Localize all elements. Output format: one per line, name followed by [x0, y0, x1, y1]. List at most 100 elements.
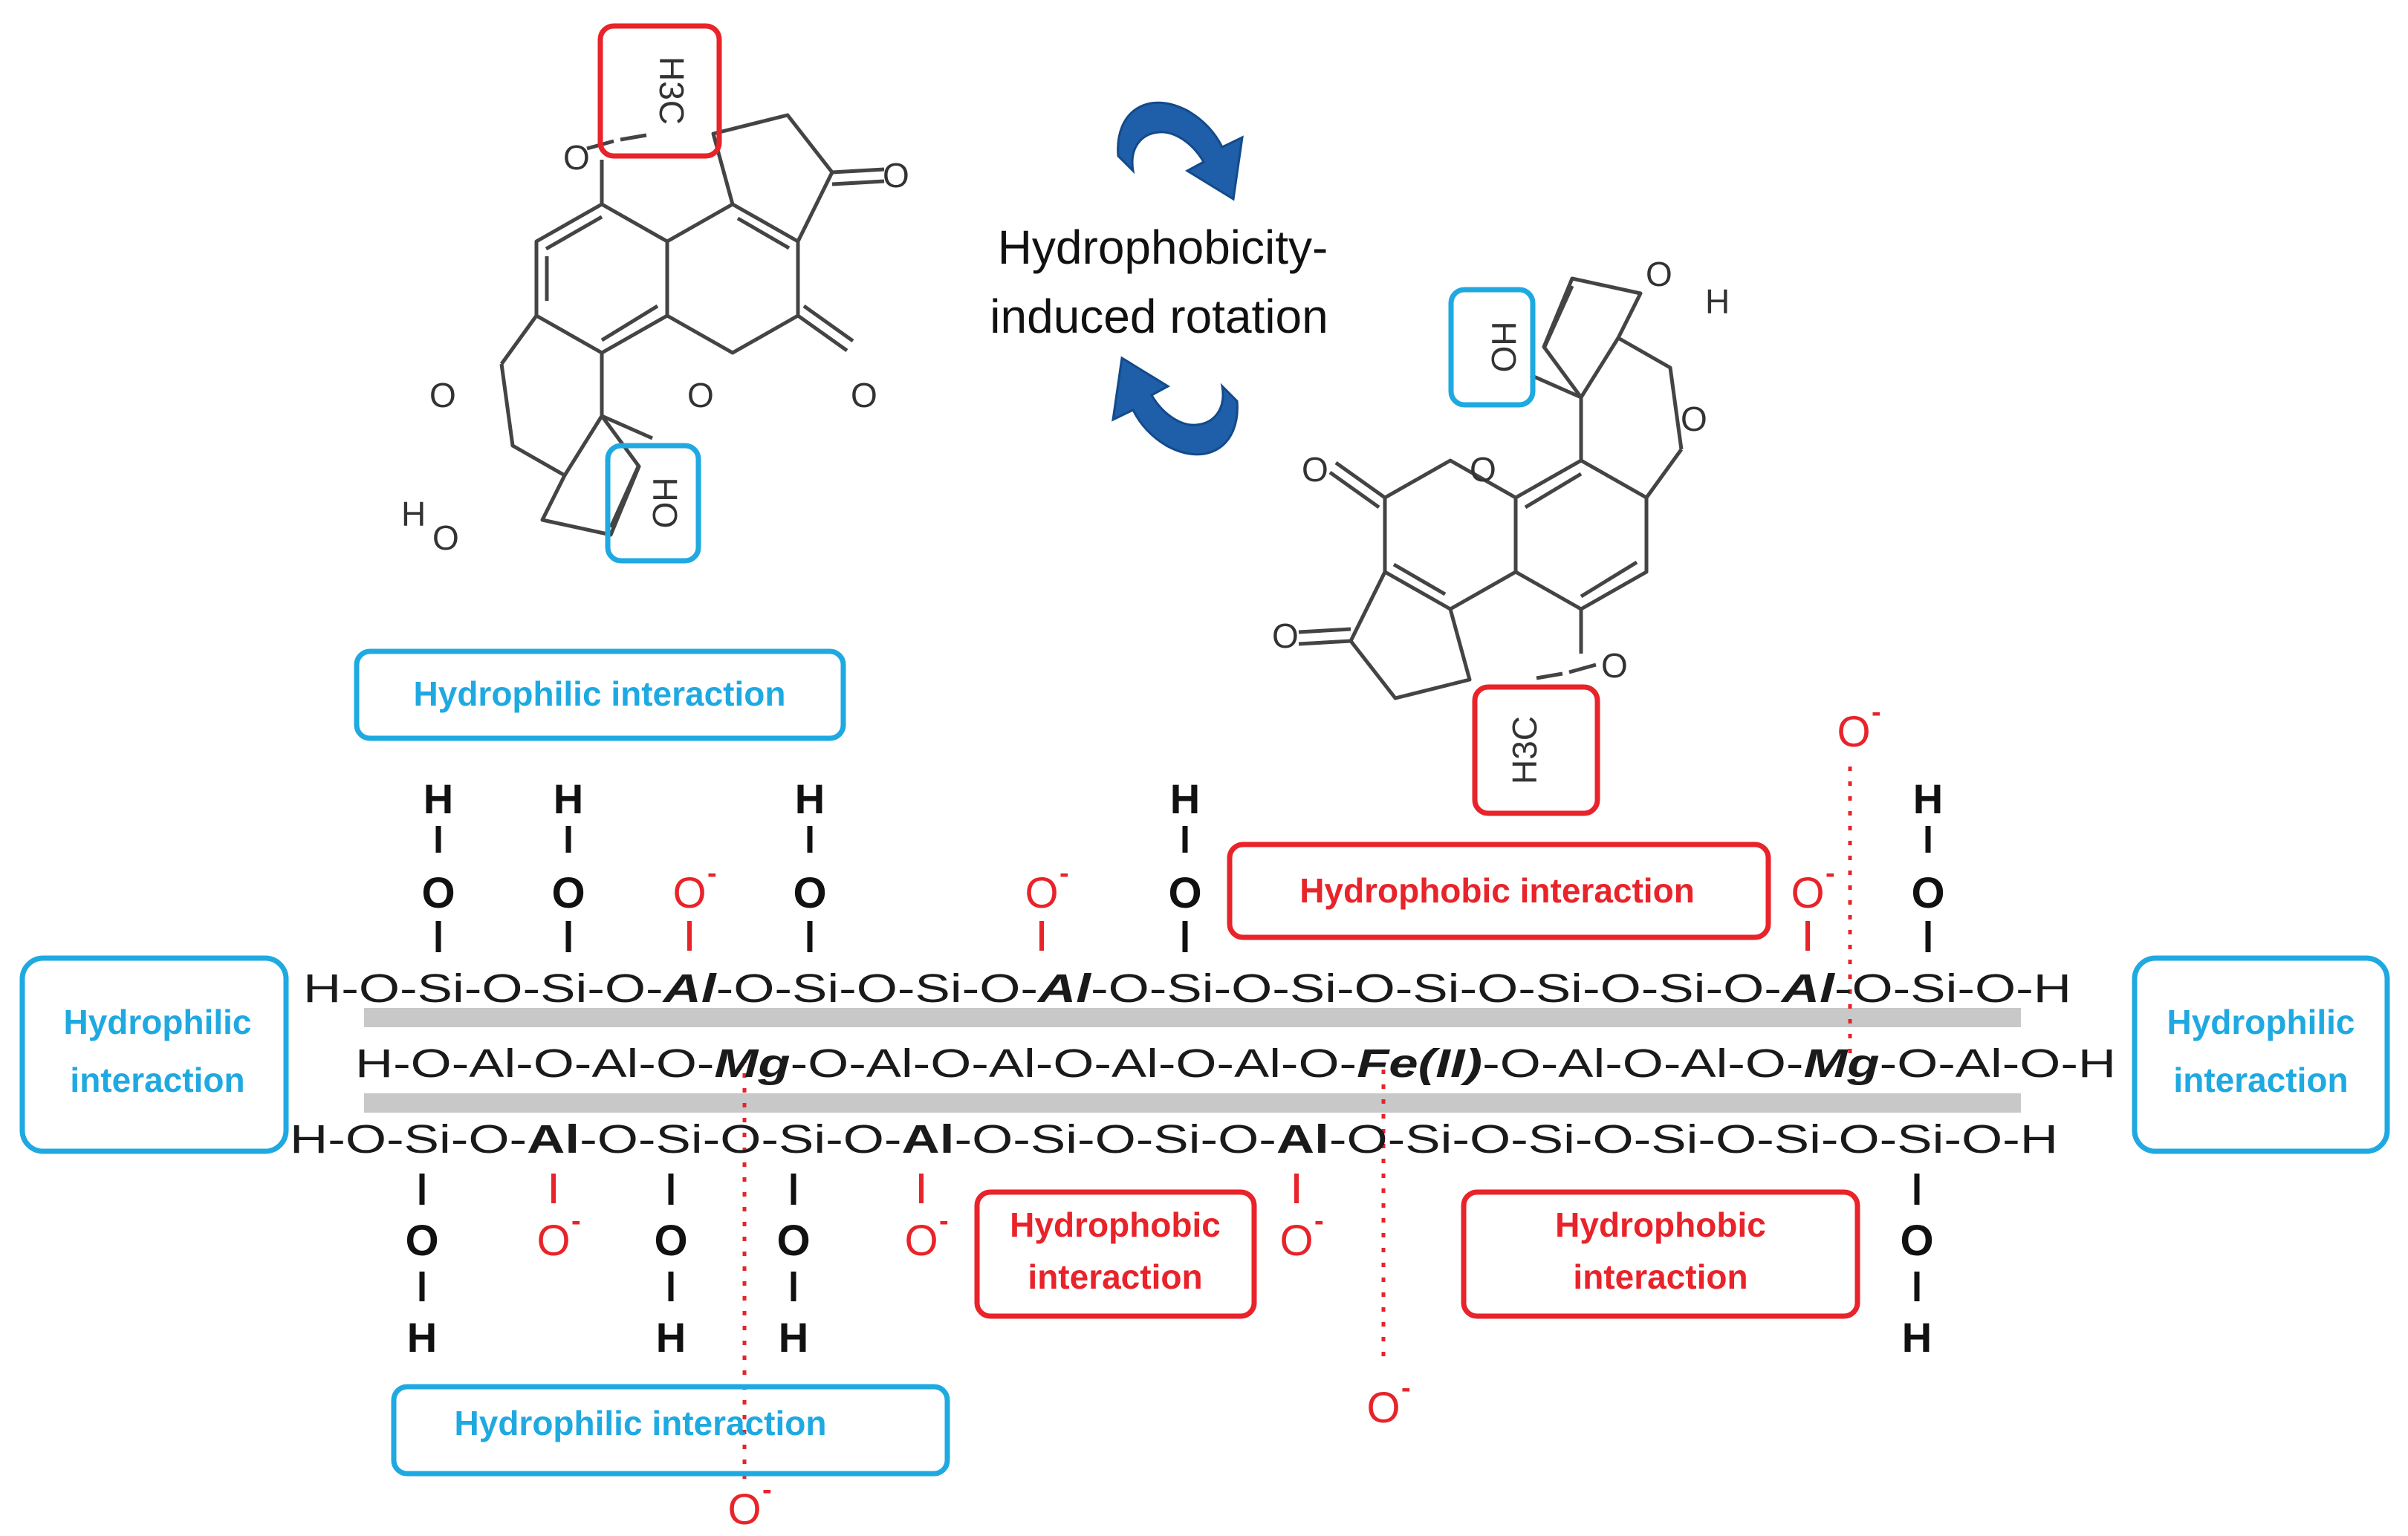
hydrophobic-label-top: Hydrophobic interaction — [1227, 842, 1771, 940]
chain-segment: -O-Al-O-H — [1880, 1041, 2116, 1086]
ionised-oxygen: O — [672, 869, 706, 917]
svg-text:Hydrophilic interaction: Hydrophilic interaction — [455, 1404, 827, 1442]
hydrogen-atom: H — [401, 495, 426, 533]
methyl-group-highlight-bottom — [1472, 684, 1600, 816]
hydroxyl-hydrogen: H — [779, 1314, 808, 1361]
hydroxyl-group-label-right: HO — [1484, 322, 1523, 373]
oxygen-atom: O — [1470, 450, 1496, 489]
hydroxyl-hydrogen: H — [1902, 1314, 1932, 1361]
oxygen-atom: O — [1681, 400, 1707, 438]
rotation-arrow-bottom-icon — [1111, 356, 1239, 456]
aluminium-site: Al — [1276, 1117, 1329, 1162]
oxygen-atom: O — [563, 138, 590, 177]
tetrahedral-layer-bottom: H-O-Si-O-Al-O-Si-O-Si-O-Al-O-Si-O-Si-O-A… — [290, 1117, 2058, 1162]
negative-charge: - — [1314, 1205, 1324, 1237]
aluminium-site: Al — [1036, 966, 1091, 1011]
ionised-oxygen: O — [1279, 1217, 1313, 1265]
oxygen-atom: O — [429, 376, 456, 414]
negative-charge: - — [939, 1205, 949, 1237]
svg-text:Hydrophobic: Hydrophobic — [1555, 1205, 1766, 1244]
negative-charge: - — [1872, 697, 1881, 728]
svg-text:interaction: interaction — [2173, 1061, 2348, 1099]
tetrahedral-layer-top: H-O-Si-O-Si-O-Al-O-Si-O-Si-O-Al-O-Si-O-S… — [303, 966, 2071, 1011]
svg-text:Hydrophobic interaction: Hydrophobic interaction — [1299, 871, 1695, 910]
negative-charge: - — [707, 858, 717, 889]
hydrophilic-label-bottom: Hydrophilic interaction — [391, 1384, 950, 1477]
hydroxyl-oxygen: O — [1900, 1217, 1933, 1265]
svg-text:Hydrophilic: Hydrophilic — [63, 1003, 251, 1041]
hydroxyl-hydrogen: H — [423, 775, 453, 822]
aluminium-site: Al — [527, 1117, 580, 1162]
negative-charge: - — [1059, 858, 1069, 889]
chain-segment: -O-Si-O-Si-O- — [954, 1117, 1276, 1162]
hydroxyl-oxygen: O — [421, 869, 455, 917]
rotation-label-line1: Hydrophobicity- — [998, 221, 1328, 274]
hydroxyl-hydrogen: H — [656, 1314, 686, 1361]
chain-segment: -O-Si-O-Si-O- — [580, 1117, 901, 1162]
aluminium-site: Al — [1779, 966, 1835, 1011]
ionised-oxygen: O — [1837, 708, 1870, 756]
oxygen-atom: O — [851, 376, 877, 414]
oxygen-atom: O — [1601, 646, 1628, 685]
hydroxyl-group-highlight-left — [605, 443, 701, 564]
ionised-oxygen: O — [1791, 869, 1824, 917]
hydroxyl-oxygen: O — [1168, 869, 1201, 917]
chain-segment: H-O-Al-O-Al-O- — [355, 1041, 714, 1086]
hydroxyl-oxygen: O — [654, 1217, 687, 1265]
svg-text:Hydrophilic: Hydrophilic — [2167, 1003, 2355, 1041]
ionised-oxygen: O — [1025, 869, 1058, 917]
negative-charge: - — [1401, 1373, 1411, 1404]
svg-text:interaction: interaction — [1573, 1257, 1747, 1296]
magnesium-site: Mg — [714, 1041, 790, 1086]
chain-segment: -O-Si-O-Si-O- — [716, 966, 1038, 1011]
aflatoxin-left-atoms: O O O O O O H — [401, 138, 909, 557]
layer-band-lower — [364, 1093, 2021, 1113]
magnesium-site: Mg — [1803, 1041, 1879, 1086]
negative-charge: - — [571, 1205, 581, 1237]
hydrophilic-label-right: Hydrophilic interaction — [2132, 955, 2390, 1154]
octahedral-layer: H-O-Al-O-Al-O-Mg-O-Al-O-Al-O-Al-O-Al-O-F… — [355, 1041, 2116, 1086]
hydroxyl-hydrogen: H — [1913, 775, 1943, 822]
hydroxyl-hydrogen: H — [554, 775, 583, 822]
aluminium-site: Al — [661, 966, 717, 1011]
methyl-group-label-top: H3C — [652, 56, 691, 125]
aflatoxin-right-atoms: O O O O O O H — [1272, 255, 1730, 685]
svg-text:interaction: interaction — [1028, 1257, 1202, 1296]
rotation-label-line2: induced rotation — [990, 290, 1328, 343]
oxygen-atom: O — [1646, 255, 1672, 293]
aflatoxin-molecule-right — [1298, 276, 1684, 700]
hydroxyl-hydrogen: H — [1170, 775, 1200, 822]
hydrophilic-label-top: Hydrophilic interaction — [354, 648, 846, 741]
negative-charge: - — [1826, 858, 1835, 889]
hydroxyl-hydrogen: H — [407, 1314, 437, 1361]
chain-segment: H-O-Si-O-Si-O- — [303, 966, 663, 1011]
oxygen-atom: O — [883, 156, 909, 195]
layer-band-upper — [364, 1008, 2021, 1027]
chain-segment: H-O-Si-O- — [290, 1117, 527, 1162]
chain-segment: -O-Si-O-Si-O-Si-O-Si-O-Si-O-H — [1329, 1117, 2058, 1162]
hydroxyl-oxygen: O — [551, 869, 585, 917]
oxygen-atom: O — [687, 376, 714, 414]
negative-charge: - — [762, 1474, 772, 1506]
ionised-oxygen: O — [536, 1217, 570, 1265]
oxygen-atom: O — [1302, 450, 1328, 489]
hydrophilic-label-left: Hydrophilic interaction — [19, 955, 289, 1154]
rotation-arrow-top-icon — [1117, 101, 1244, 201]
aluminium-site: Al — [902, 1117, 955, 1162]
methyl-group-highlight-top — [597, 23, 722, 159]
ionised-oxygen: O — [904, 1217, 938, 1265]
chain-segment: -O-Si-O-Si-O-Si-O-Si-O-Si-O- — [1091, 966, 1782, 1011]
hydroxyl-oxygen: O — [776, 1217, 810, 1265]
hydroxyl-hydrogen: H — [795, 775, 825, 822]
hydrogen-atom: H — [1705, 282, 1730, 321]
chain-segment: -O-Si-O-H — [1834, 966, 2071, 1011]
hydroxyl-oxygen: O — [793, 869, 826, 917]
oxygen-atom: O — [1272, 616, 1299, 655]
svg-text:Hydrophobic: Hydrophobic — [1010, 1205, 1221, 1244]
rotation-arrows — [1111, 101, 1244, 456]
iron-site: Fe(II) — [1357, 1041, 1482, 1086]
dotted-interaction-lines — [742, 767, 1852, 1485]
